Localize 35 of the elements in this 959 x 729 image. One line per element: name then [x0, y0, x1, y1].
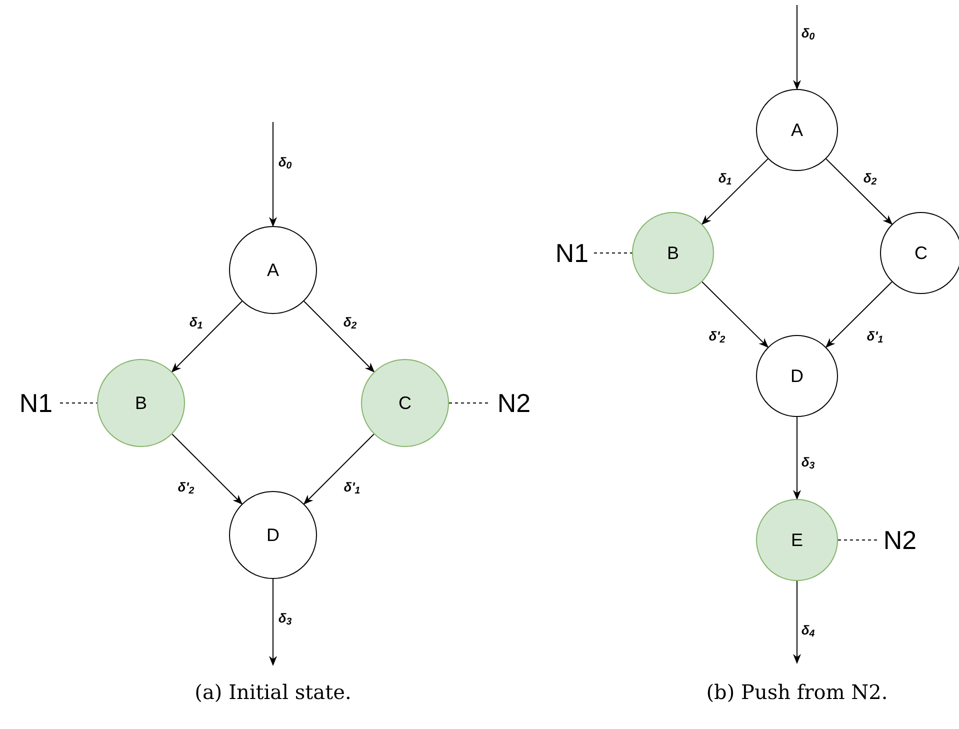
edge-label: δ$_{0}$	[800, 26, 816, 40]
edge-label: δ$_{4}$	[800, 624, 816, 636]
edge-label: δ$_{3}$	[277, 612, 293, 624]
node-name: N1	[12, 387, 60, 419]
arrow	[701, 158, 768, 225]
edge-label: δ$_{1}$	[717, 172, 733, 184]
arrow	[171, 300, 242, 372]
arrow	[793, 580, 801, 664]
edge-label: δ'$_{2}$	[176, 480, 196, 494]
dashed-line	[594, 252, 632, 254]
edge-label: δ$_{3}$	[800, 456, 816, 468]
arrow	[172, 434, 243, 505]
dashed-line	[448, 402, 490, 404]
node-name: N2	[490, 387, 538, 419]
edge-label: δ'$_{2}$	[708, 330, 726, 342]
edge-label: δ$_{0}$	[277, 156, 293, 168]
arrow	[702, 281, 769, 348]
edge-label: δ$_{2}$	[862, 172, 878, 184]
arrow	[304, 300, 375, 372]
node-name: N2	[878, 525, 922, 555]
arrow	[793, 4, 801, 90]
arrow	[793, 416, 801, 500]
edge-label: δ$_{1}$	[188, 316, 204, 328]
arrow	[825, 281, 892, 348]
edge-label: δ'$_{1}$	[866, 330, 884, 342]
edge-label: δ$_{2}$	[342, 316, 358, 328]
arrow	[303, 434, 374, 505]
arrow	[826, 158, 893, 225]
subfigure-caption: (b) Push from N2.	[706, 679, 888, 706]
node-name: N1	[550, 238, 594, 268]
subfigure-caption: (a) Initial state.	[194, 679, 352, 706]
arrow	[269, 122, 277, 227]
edge-label: δ'$_{1}$	[342, 480, 362, 494]
arrow	[269, 578, 277, 666]
dashed-line	[60, 402, 98, 404]
